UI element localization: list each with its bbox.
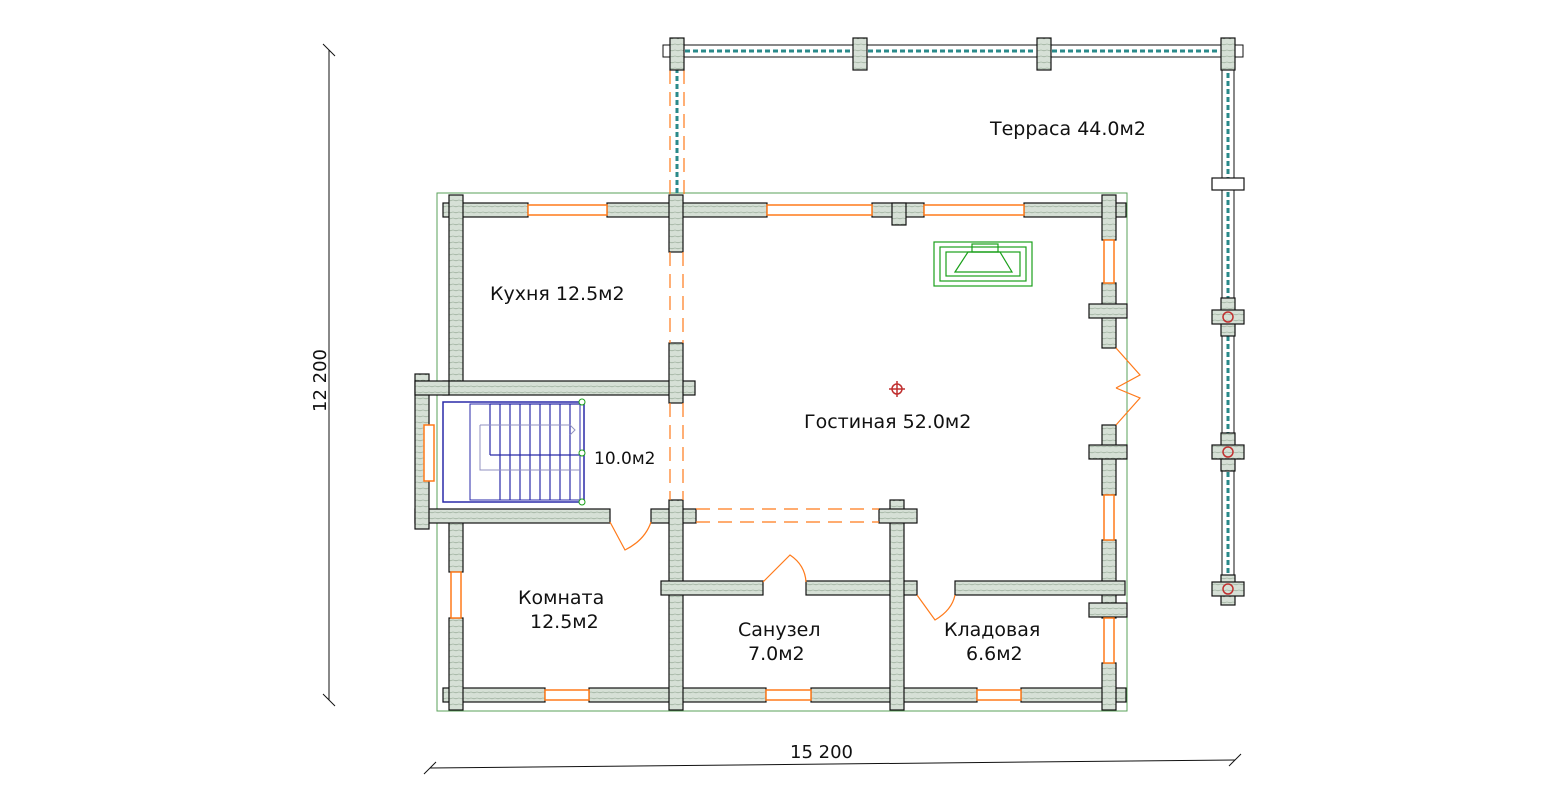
door-swing-icon <box>609 347 1142 621</box>
windows <box>423 204 1115 701</box>
dimension-lines <box>322 43 1242 775</box>
label-storage-name: Кладовая <box>944 619 1040 641</box>
label-room-area: 12.5м2 <box>530 611 599 633</box>
label-bath-name: Санузел <box>738 619 821 641</box>
label-room-name: Комната <box>518 587 604 609</box>
dimension-width: 15 200 <box>790 742 853 763</box>
label-kitchen: Кухня 12.5м2 <box>490 283 625 305</box>
column-icon <box>1222 311 1234 595</box>
stair-icon <box>442 398 586 506</box>
label-terrace: Терраса 44.0м2 <box>989 118 1146 140</box>
dashed-openings <box>669 70 879 523</box>
dimension-height: 12 200 <box>310 349 331 412</box>
label-storage-area: 6.6м2 <box>966 643 1023 665</box>
label-bath-area: 7.0м2 <box>748 643 805 665</box>
label-stair-area: 10.0м2 <box>594 449 656 469</box>
fireplace-icon <box>933 241 1033 287</box>
column-icon <box>889 381 905 397</box>
walls <box>414 194 1128 711</box>
label-living: Гостиная 52.0м2 <box>804 411 971 433</box>
terrace <box>662 37 1245 606</box>
